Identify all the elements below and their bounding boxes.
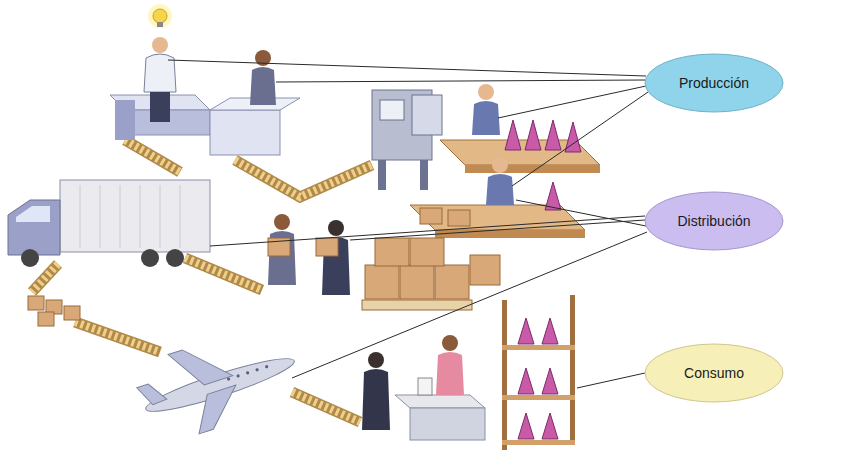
leader-lines — [168, 60, 648, 388]
ellipse-fill — [645, 54, 783, 112]
carriers — [268, 214, 350, 295]
machine — [372, 90, 442, 190]
box-stack — [28, 296, 80, 326]
shop-counter — [362, 335, 485, 440]
ellipse-fill — [645, 192, 783, 250]
pallet — [362, 238, 500, 310]
ellipse-fill — [645, 344, 783, 402]
product-shelf — [502, 295, 575, 450]
production-table — [440, 84, 600, 173]
designer-desk — [110, 37, 210, 140]
stage-ellipse: Producción — [644, 53, 784, 113]
conveyor-belts — [32, 140, 372, 422]
worker-woman — [210, 50, 300, 155]
idea-bulb — [148, 4, 172, 28]
stage-ellipse: Distribución — [644, 191, 784, 251]
truck — [8, 180, 210, 267]
stage-ellipse: Consumo — [644, 343, 784, 403]
stage-label: Producción — [679, 75, 749, 91]
stage-label: Consumo — [684, 365, 744, 381]
airplane — [130, 318, 307, 448]
stage-label: Distribución — [677, 213, 750, 229]
